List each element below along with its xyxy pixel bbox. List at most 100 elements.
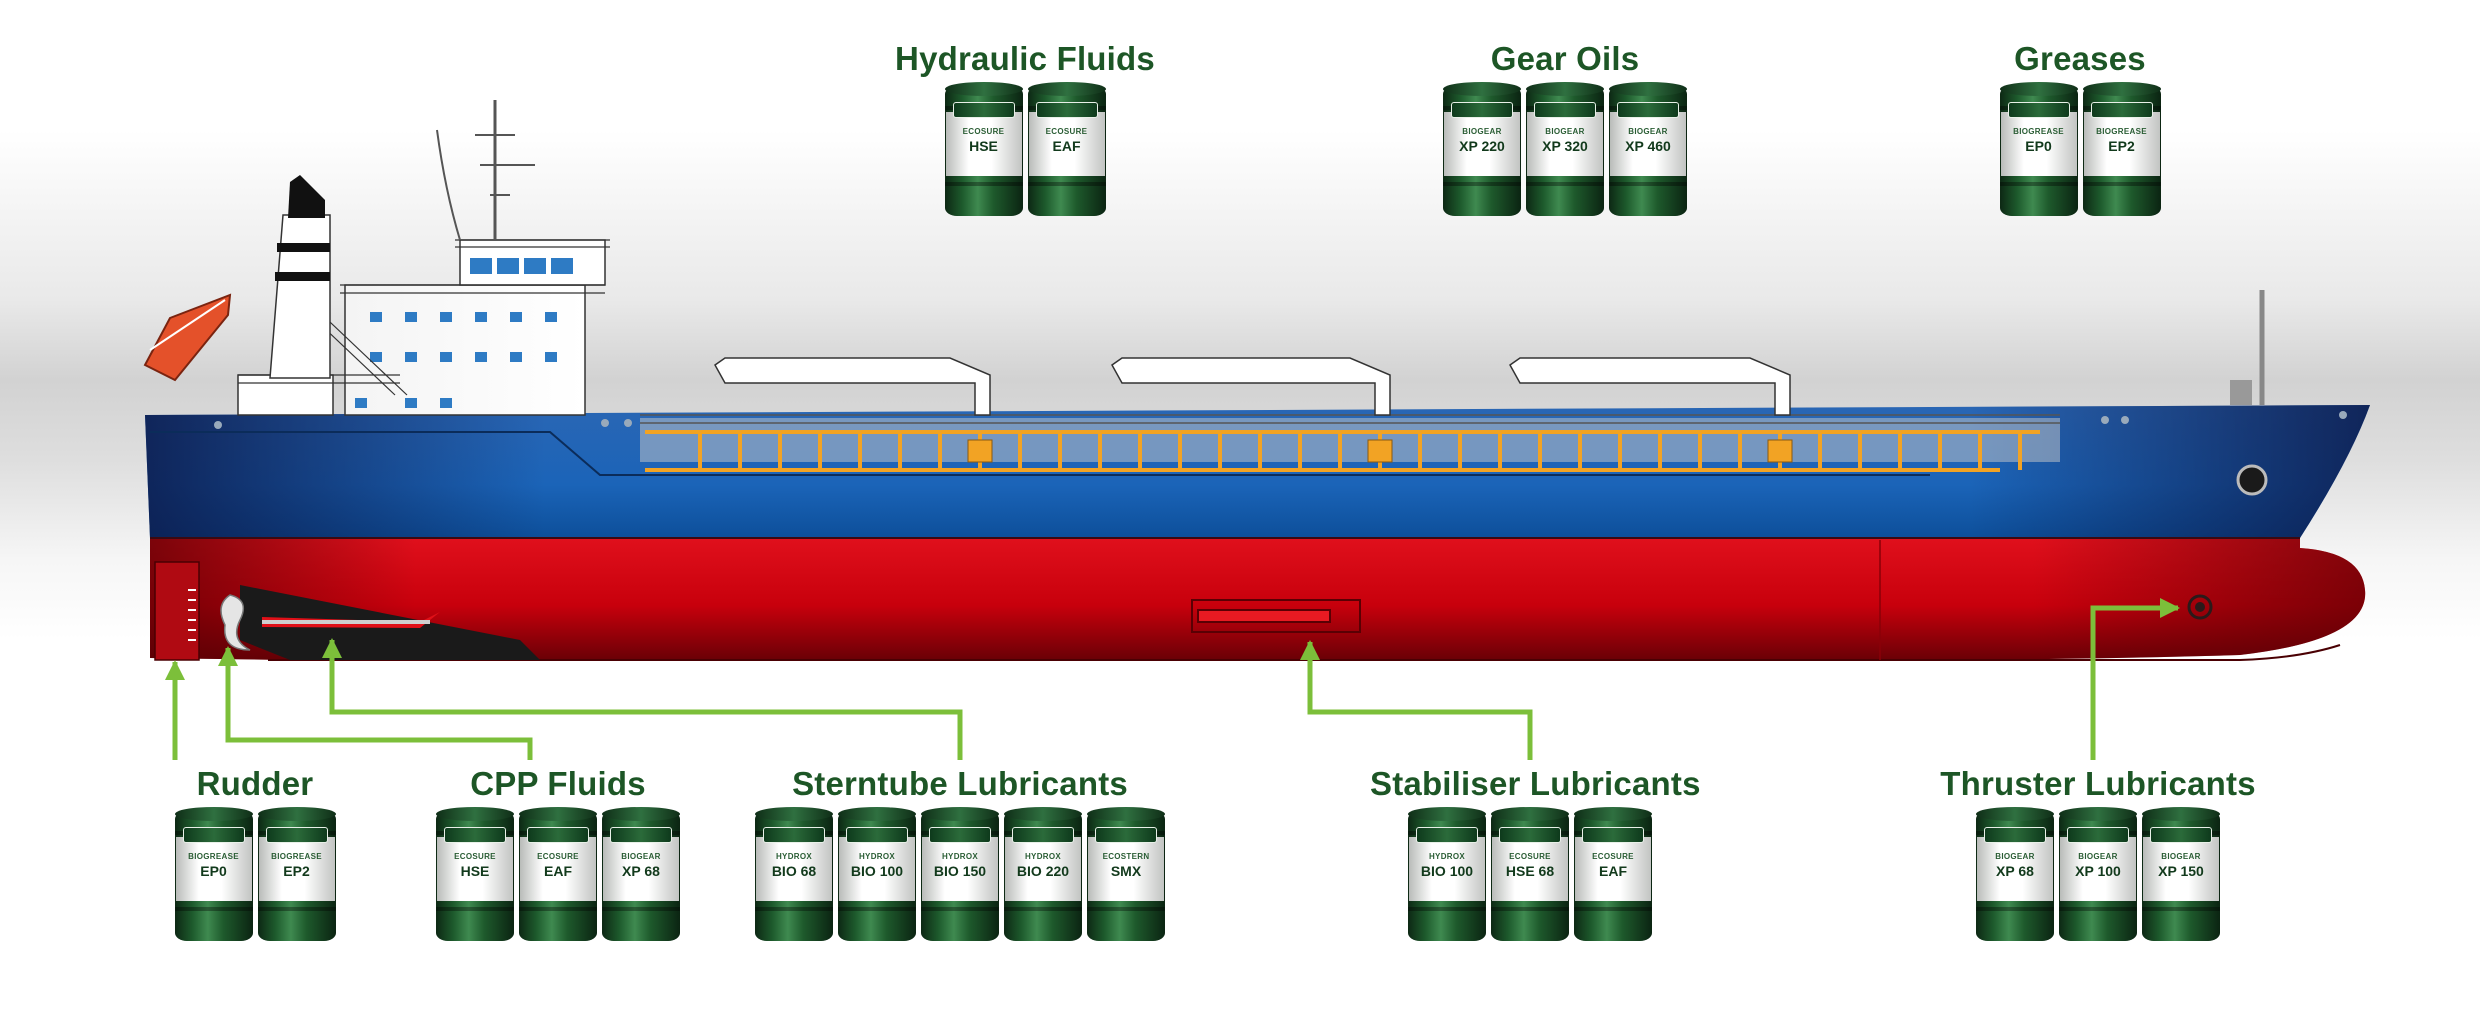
- drum-brand: BIOGEAR: [1995, 852, 2035, 861]
- drum-product-code: BIO 220: [1016, 863, 1070, 879]
- group-title: Greases: [2014, 40, 2146, 77]
- deck-crane: [1111, 357, 1393, 463]
- drum-lid: [1999, 82, 2078, 96]
- drum-brand: BIOGREASE: [188, 852, 239, 861]
- drum-rib: [2082, 182, 2161, 186]
- drum-rib: [1574, 907, 1652, 911]
- drum-lid: [1609, 82, 1687, 96]
- arrow-head-icon: [218, 646, 238, 666]
- drum-lid: [921, 807, 999, 821]
- drum-lid: [602, 807, 680, 821]
- brand-logo-icon: [527, 827, 589, 843]
- drum-rib: [519, 907, 597, 911]
- brand-logo-icon: [610, 827, 672, 843]
- drum-lid: [1443, 82, 1521, 96]
- drum-brand: ECOSURE: [1509, 852, 1551, 861]
- drum-brand: BIOGREASE: [2096, 127, 2147, 136]
- brand-logo-icon: [1451, 102, 1513, 118]
- lubricant-drum: ECOSURE EAF: [1027, 82, 1106, 216]
- drum-rib: [1027, 182, 1106, 186]
- brand-logo-icon: [1416, 827, 1478, 843]
- drum-brand: HYDROX: [1024, 852, 1062, 861]
- group-title: Stabiliser Lubricants: [1370, 765, 1701, 802]
- lubricant-drum: ECOSTERN SMX: [1087, 807, 1165, 941]
- drum-product-code: XP 220: [1459, 138, 1505, 154]
- drum-brand: ECOSTERN: [1102, 852, 1150, 861]
- drum-lid: [1087, 807, 1165, 821]
- callout-arrow: [2090, 605, 2178, 760]
- drum-product-code: SMX: [1110, 863, 1142, 879]
- drum-rib: [1976, 907, 2054, 911]
- drum-lid: [1574, 807, 1652, 821]
- arrow-head-icon: [165, 660, 185, 680]
- drum-brand: ECOSURE: [454, 852, 496, 861]
- drum-lid: [519, 807, 597, 821]
- drum-label-band: [1444, 112, 1520, 176]
- drum-brand: BIOGEAR: [1628, 127, 1668, 136]
- drum-label-band: [1610, 112, 1686, 176]
- brand-logo-icon: [2007, 102, 2070, 118]
- drum-product-code: XP 460: [1625, 138, 1671, 154]
- brand-logo-icon: [1499, 827, 1561, 843]
- drum-product-code: XP 68: [1996, 863, 2034, 879]
- drum-rib: [257, 907, 336, 911]
- drum-lid: [1027, 82, 1106, 96]
- drum-label-band: [1028, 112, 1105, 176]
- drum-rib: [921, 907, 999, 911]
- drum-brand: BIOGREASE: [2013, 127, 2064, 136]
- drum-lid: [944, 82, 1023, 96]
- drum-label-band: [839, 837, 915, 901]
- drum-lid: [257, 807, 336, 821]
- drum-brand: ECOSURE: [1592, 852, 1634, 861]
- drum-rib: [1408, 907, 1486, 911]
- group-title: CPP Fluids: [470, 765, 646, 802]
- drum-product-code: XP 100: [2075, 863, 2121, 879]
- brand-logo-icon: [2090, 102, 2153, 118]
- drum-label-band: [1527, 112, 1603, 176]
- drum-brand: HYDROX: [775, 852, 813, 861]
- brand-logo-icon: [2150, 827, 2212, 843]
- drum-label-band: [603, 837, 679, 901]
- drum-label-band: [1409, 837, 1485, 901]
- drum-lid: [2059, 807, 2137, 821]
- brand-logo-icon: [1095, 827, 1157, 843]
- drum-brand: BIOGEAR: [621, 852, 661, 861]
- drum-rib: [1526, 182, 1604, 186]
- drum-lid: [1526, 82, 1604, 96]
- drum-product-code: EAF: [1599, 863, 1627, 879]
- drum-lid: [2082, 82, 2161, 96]
- drum-label-band: [1575, 837, 1651, 901]
- drum-product-code: EAF: [1052, 138, 1081, 154]
- brand-logo-icon: [444, 827, 506, 843]
- group-title: Sterntube Lubricants: [792, 765, 1128, 802]
- group-title: Hydraulic Fluids: [895, 40, 1155, 77]
- arrow-head-icon: [2160, 598, 2180, 618]
- brand-logo-icon: [929, 827, 991, 843]
- arrow-head-icon: [322, 638, 342, 658]
- drum-lid: [838, 807, 916, 821]
- drum-product-code: BIO 100: [850, 863, 904, 879]
- drum-product-code: HSE 68: [1505, 863, 1555, 879]
- drum-lid: [1408, 807, 1486, 821]
- drum-brand: ECOSURE: [1045, 127, 1088, 136]
- drum-brand: BIOGREASE: [271, 852, 322, 861]
- drum-brand: BIOGEAR: [2161, 852, 2201, 861]
- drum-product-code: BIO 100: [1420, 863, 1474, 879]
- group-title: Thruster Lubricants: [1940, 765, 2256, 802]
- lubricant-drum: BIOGEAR XP 460: [1609, 82, 1687, 216]
